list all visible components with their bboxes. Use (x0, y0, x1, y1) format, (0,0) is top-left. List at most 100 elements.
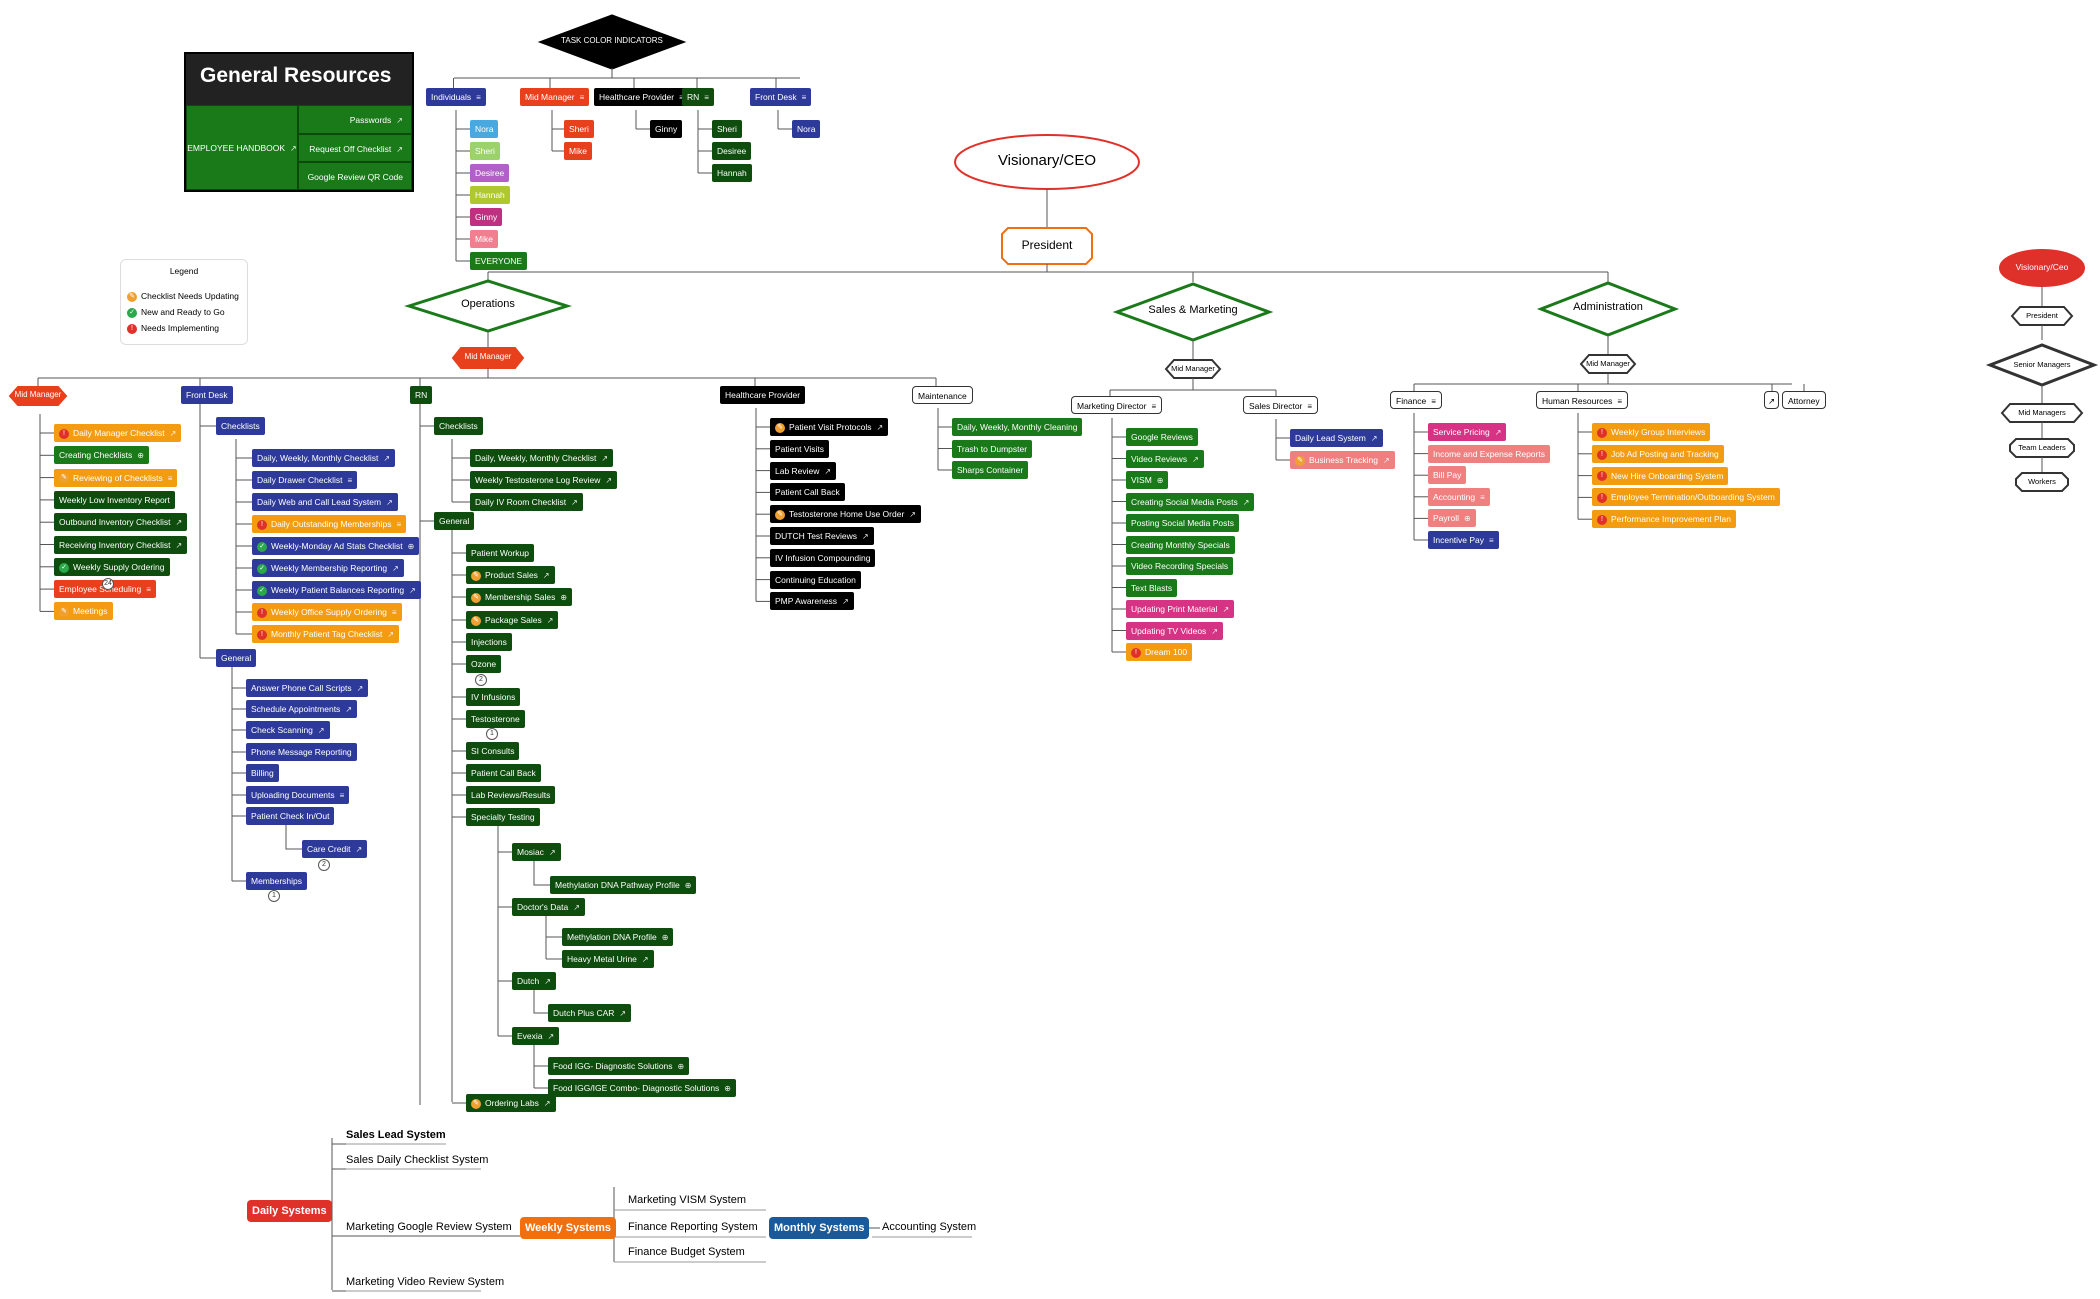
task-node[interactable]: IV Infusions (466, 688, 521, 706)
individual-node[interactable]: Mike (470, 230, 498, 248)
individual-node[interactable]: Ginny (470, 208, 503, 226)
task-node[interactable]: ✎Testosterone Home Use Order↗ (770, 505, 921, 524)
system-node[interactable]: Marketing Video Review System (346, 1272, 504, 1292)
task-node[interactable]: Video Recording Specials (1126, 557, 1234, 575)
task-node[interactable]: !Job Ad Posting and Tracking (1592, 444, 1724, 463)
task-node[interactable]: Updating TV Videos↗ (1126, 621, 1223, 640)
task-node[interactable]: Testosterone (466, 710, 525, 728)
specialty-test-node[interactable]: Methylation DNA Pathway Profile⊕ (550, 876, 697, 894)
task-node[interactable]: ✎Product Sales↗ (466, 566, 555, 584)
task-node[interactable]: Memberships (246, 872, 308, 890)
individual-node[interactable]: Nora (470, 120, 499, 138)
individual-node[interactable]: EVERYONE (470, 252, 528, 270)
ordering-labs-node[interactable]: ✎Ordering Labs↗ (466, 1094, 556, 1112)
task-node[interactable]: Trash to Dumpster (952, 439, 1033, 458)
system-node[interactable]: Marketing Google Review System (346, 1217, 512, 1237)
mini-team-leaders-node[interactable]: Team Leaders (2018, 442, 2066, 452)
collapsed-count-badge[interactable]: 1 (268, 890, 280, 902)
task-group-node[interactable]: Front Desk≡ (750, 88, 812, 106)
individual-node[interactable]: Sheri (470, 142, 500, 160)
task-node[interactable]: Patient Visits (770, 439, 829, 458)
finance-node[interactable]: Finance≡ (1390, 391, 1442, 409)
task-node[interactable]: !Weekly Group Interviews (1592, 423, 1711, 441)
google-review-qr-link[interactable]: Google Review QR Code↗ (298, 162, 412, 210)
daily-systems-node[interactable]: Daily Systems (247, 1200, 332, 1222)
task-node[interactable]: SI Consults (466, 742, 520, 760)
checklist-node[interactable]: Daily Drawer Checklist≡ (252, 471, 358, 489)
mini-ceo-node[interactable]: Visionary/Ceo (2015, 262, 2069, 273)
task-node[interactable]: Lab Review↗ (770, 461, 837, 480)
task-node[interactable]: Creating Checklists⊕ (54, 446, 149, 465)
individual-node[interactable]: Desiree (470, 164, 510, 182)
checklist-node[interactable]: ✓Weekly-Monday Ad Stats Checklist⊕ (252, 537, 420, 555)
president-node[interactable]: President (1021, 237, 1073, 252)
task-color-indicators[interactable]: TASK COLOR INDICATORS (561, 36, 663, 46)
task-node[interactable]: Sharps Container (952, 461, 1029, 479)
task-node[interactable]: Daily Lead System↗ (1290, 429, 1383, 447)
task-node[interactable]: Incentive Pay≡ (1428, 531, 1499, 549)
task-node[interactable]: Outbound Inventory Checklist↗ (54, 513, 188, 532)
employee-handbook-link[interactable]: EMPLOYEE HANDBOOK↗ (186, 105, 298, 190)
specialty-test-node[interactable]: Dutch Plus CAR↗ (548, 1004, 632, 1022)
task-node[interactable]: Uploading Documents≡ (246, 786, 350, 804)
checklist-node[interactable]: Daily Web and Call Lead System↗ (252, 493, 398, 511)
task-node[interactable]: !Performance Improvement Plan (1592, 510, 1736, 529)
member-node[interactable]: Hannah (712, 164, 752, 182)
task-node[interactable]: Accounting≡ (1428, 487, 1490, 506)
task-node[interactable]: Updating Print Material↗ (1126, 600, 1235, 618)
individual-node[interactable]: Hannah (470, 186, 510, 204)
checklist-node[interactable]: Daily IV Room Checklist↗ (470, 493, 583, 511)
task-group-node[interactable]: Mid Manager≡ (520, 88, 590, 106)
task-node[interactable]: Service Pricing↗ (1428, 423, 1507, 441)
system-node[interactable]: Sales Lead System (346, 1125, 446, 1145)
task-node[interactable]: Phone Message Reporting (246, 743, 357, 761)
member-node[interactable]: Desiree (712, 142, 752, 160)
healthcare-provider-column[interactable]: Healthcare Provider (720, 386, 806, 404)
checklist-node[interactable]: !Monthly Patient Tag Checklist↗ (252, 625, 400, 643)
mini-workers-node[interactable]: Workers (2028, 476, 2056, 486)
task-node[interactable]: Creating Social Media Posts↗ (1126, 492, 1255, 511)
passwords-link[interactable]: Passwords↗ (298, 105, 412, 134)
task-node[interactable]: IV Infusion Compounding (770, 548, 876, 567)
checklist-node[interactable]: ✓Weekly Membership Reporting↗ (252, 559, 404, 577)
task-node[interactable]: Bill Pay (1428, 466, 1467, 485)
task-node[interactable]: ✎Reviewing of Checklists≡ (54, 468, 178, 487)
task-node[interactable]: Receiving Inventory Checklist↗ (54, 535, 188, 554)
task-node[interactable]: ✎Patient Visit Protocols↗ (770, 418, 889, 436)
system-node[interactable]: Sales Daily Checklist System (346, 1150, 488, 1170)
request-off-checklist-link[interactable]: Request Off Checklist↗ (298, 134, 412, 162)
weekly-systems-node[interactable]: Weekly Systems (520, 1217, 617, 1239)
specialty-test-node[interactable]: Doctor's Data↗ (512, 898, 585, 916)
task-node[interactable]: Answer Phone Call Scripts↗ (246, 679, 369, 697)
external-link-icon[interactable]: ↗ (1764, 391, 1780, 409)
marketing-director-node[interactable]: Marketing Director≡ (1071, 396, 1163, 414)
collapsed-count-badge[interactable]: 24 (102, 578, 114, 590)
visionary-ceo-node[interactable]: Visionary/CEO (997, 151, 1097, 169)
task-group-node[interactable]: RN≡ (682, 88, 714, 106)
task-node[interactable]: Google Reviews (1126, 428, 1198, 446)
checklist-node[interactable]: ✓Weekly Patient Balances Reporting↗ (252, 581, 421, 599)
operations-node[interactable]: Operations (461, 298, 515, 311)
maintenance-column[interactable]: Maintenance (912, 386, 973, 404)
sales-mid-manager-node[interactable]: Mid Manager (1171, 363, 1215, 373)
task-node[interactable]: DUTCH Test Reviews↗ (770, 527, 874, 545)
task-node[interactable]: Check Scanning↗ (246, 721, 330, 739)
specialty-test-node[interactable]: Mosiac↗ (512, 843, 561, 861)
system-node[interactable]: Finance Budget System (628, 1242, 745, 1262)
member-node[interactable]: Sheri (564, 120, 594, 138)
task-node[interactable]: ✓Weekly Supply Ordering (54, 557, 170, 576)
task-node[interactable]: Daily, Weekly, Monthly Cleaning (952, 418, 1083, 436)
human-resources-node[interactable]: Human Resources≡ (1536, 391, 1629, 409)
specialty-test-node[interactable]: Methylation DNA Profile⊕ (562, 928, 674, 946)
task-node[interactable]: Income and Expense Reports (1428, 444, 1550, 463)
checklist-node[interactable]: !Daily Outstanding Memberships≡ (252, 515, 407, 533)
specialty-test-node[interactable]: Evexia↗ (512, 1027, 560, 1045)
attorney-node[interactable]: Attorney (1782, 391, 1826, 409)
mini-mid-managers-node[interactable]: Mid Managers (2018, 407, 2066, 417)
rn-column[interactable]: RN (410, 386, 433, 404)
task-group-node[interactable]: Individuals≡ (426, 88, 486, 106)
task-node[interactable]: Posting Social Media Posts (1126, 514, 1239, 532)
task-node[interactable]: ✎Business Tracking↗ (1290, 451, 1395, 469)
task-node[interactable]: ✎Package Sales↗ (466, 611, 559, 629)
task-node[interactable]: Schedule Appointments↗ (246, 700, 358, 718)
